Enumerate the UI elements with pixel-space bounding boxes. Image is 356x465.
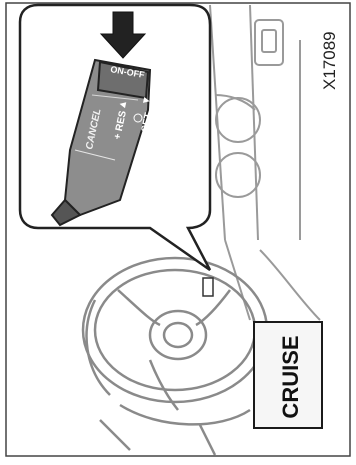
column-lever — [203, 278, 213, 296]
cruise-badge-label: CRUISE — [278, 324, 302, 430]
figure-code: X17089 — [320, 10, 340, 90]
cruise-badge: CRUISE — [253, 321, 323, 429]
